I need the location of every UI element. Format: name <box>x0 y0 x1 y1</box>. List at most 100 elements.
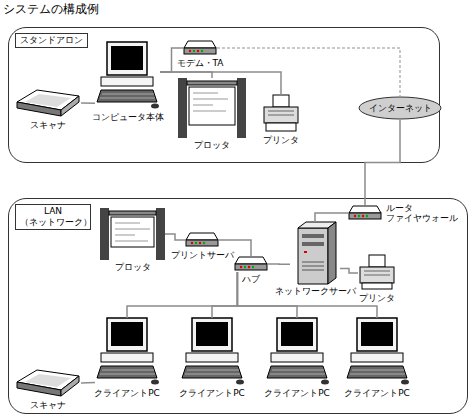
connector-line <box>365 120 400 205</box>
mouse <box>401 380 409 385</box>
connector-line <box>340 269 358 274</box>
mouse <box>151 380 159 385</box>
scanner-icon <box>15 88 81 118</box>
label-group: クライアントPC <box>264 388 330 398</box>
box-front <box>186 240 218 246</box>
plotter-lines <box>115 223 150 241</box>
printer-icon <box>358 255 396 291</box>
led <box>366 215 368 217</box>
label-group: ネットワークサーバ <box>275 286 356 296</box>
plotter-device: プロッタ <box>100 208 165 260</box>
plotter-leg <box>156 208 165 260</box>
device-label: スキャナ <box>30 120 66 130</box>
printer-tray <box>362 283 392 289</box>
device-label: プリントサーバ <box>171 250 234 260</box>
panel-heading: LAN （ネットワーク） <box>20 206 86 228</box>
connector-line <box>217 48 400 96</box>
mouse <box>236 380 244 385</box>
scanner-side <box>61 96 79 116</box>
scanner-icon <box>15 368 81 398</box>
led <box>201 50 203 52</box>
plotter-bar <box>109 211 156 215</box>
server-bay <box>302 234 324 238</box>
label-group: プロッタ <box>194 140 230 150</box>
scanner-front <box>17 382 61 396</box>
led <box>248 266 250 268</box>
printer-paper <box>273 95 289 107</box>
server-device: ネットワークサーバ <box>290 222 340 284</box>
modem-icon <box>234 256 268 272</box>
keyboard <box>182 366 242 378</box>
scanner-side <box>61 376 79 396</box>
standalone-panel: スタンドアロンスキャナコンピュータ本体モデム・TAプロッタプリンタ <box>8 27 440 163</box>
led <box>362 215 364 217</box>
label-group: プリンタ <box>263 135 299 145</box>
plotter-icon <box>100 208 165 260</box>
monitor-screen <box>361 322 393 346</box>
system-unit <box>101 353 153 362</box>
lan-panel: LAN （ネットワーク）プロッタプリントサーバルータ ファイヤウォールハブネット… <box>8 198 468 414</box>
printer-icon <box>262 95 300 133</box>
led <box>197 50 199 52</box>
printer-tray <box>266 123 296 131</box>
connector-line <box>268 263 290 265</box>
plotter-bar <box>187 81 237 85</box>
connector-line <box>160 72 212 78</box>
device-label: コンピュータ本体 <box>92 112 164 122</box>
system-unit <box>271 353 323 362</box>
printer-device: プリンタ <box>358 255 396 291</box>
led <box>244 266 246 268</box>
scanner-front <box>17 102 61 116</box>
box-front <box>349 213 381 219</box>
label-group: ハブ <box>242 274 260 284</box>
label-group: モデム・TA <box>177 58 224 68</box>
mouse <box>321 380 329 385</box>
monitor-frame <box>277 318 317 351</box>
led <box>354 215 356 217</box>
router-device: ルータ ファイヤウォール <box>348 205 382 221</box>
device-label: プロッタ <box>115 262 151 272</box>
plotter-lines <box>193 93 228 111</box>
plotter-leg <box>178 78 187 138</box>
plotter-leg <box>237 78 246 138</box>
connector-line <box>165 234 185 240</box>
client-device: クライアントPC <box>95 318 159 386</box>
label-group: クライアントPC <box>179 388 245 398</box>
modem-icon <box>348 205 382 221</box>
plotter-leg <box>100 208 109 260</box>
device-label: プリンタ <box>359 293 395 303</box>
scanner-device: スキャナ <box>15 368 81 398</box>
keyboard <box>97 366 157 378</box>
server-icon <box>290 222 340 284</box>
box-top <box>349 206 381 213</box>
plotter-paper <box>111 217 154 247</box>
panel-heading: スタンドアロン <box>20 35 83 46</box>
modem-device: モデム・TA <box>183 40 217 56</box>
plotter-paper <box>189 87 235 125</box>
connector-line <box>219 240 251 256</box>
device-label: スキャナ <box>30 400 66 410</box>
monitor-screen <box>111 46 143 70</box>
led <box>240 266 242 268</box>
plotter-device: プロッタ <box>178 78 246 138</box>
server-vents <box>302 262 324 270</box>
box-front <box>184 48 216 54</box>
label-group: ルータ ファイヤウォール <box>386 203 462 223</box>
label-group: プロッタ <box>115 262 151 272</box>
label-group: プリンタ <box>359 293 395 303</box>
device-label: ネットワークサーバ <box>275 286 356 296</box>
server-led <box>304 251 307 253</box>
label-group: コンピュータ本体 <box>92 112 164 122</box>
connector-line <box>160 48 183 72</box>
device-label: ルータ ファイヤウォール <box>386 203 462 223</box>
server-front <box>298 228 328 284</box>
panel-tab: スタンドアロン <box>15 33 88 48</box>
hub-device: ハブ <box>234 256 268 272</box>
computer-icon <box>265 318 329 386</box>
label-group: クライアントPC <box>344 388 410 398</box>
connector-line <box>81 382 95 384</box>
led <box>193 50 195 52</box>
connector-line <box>212 272 237 318</box>
